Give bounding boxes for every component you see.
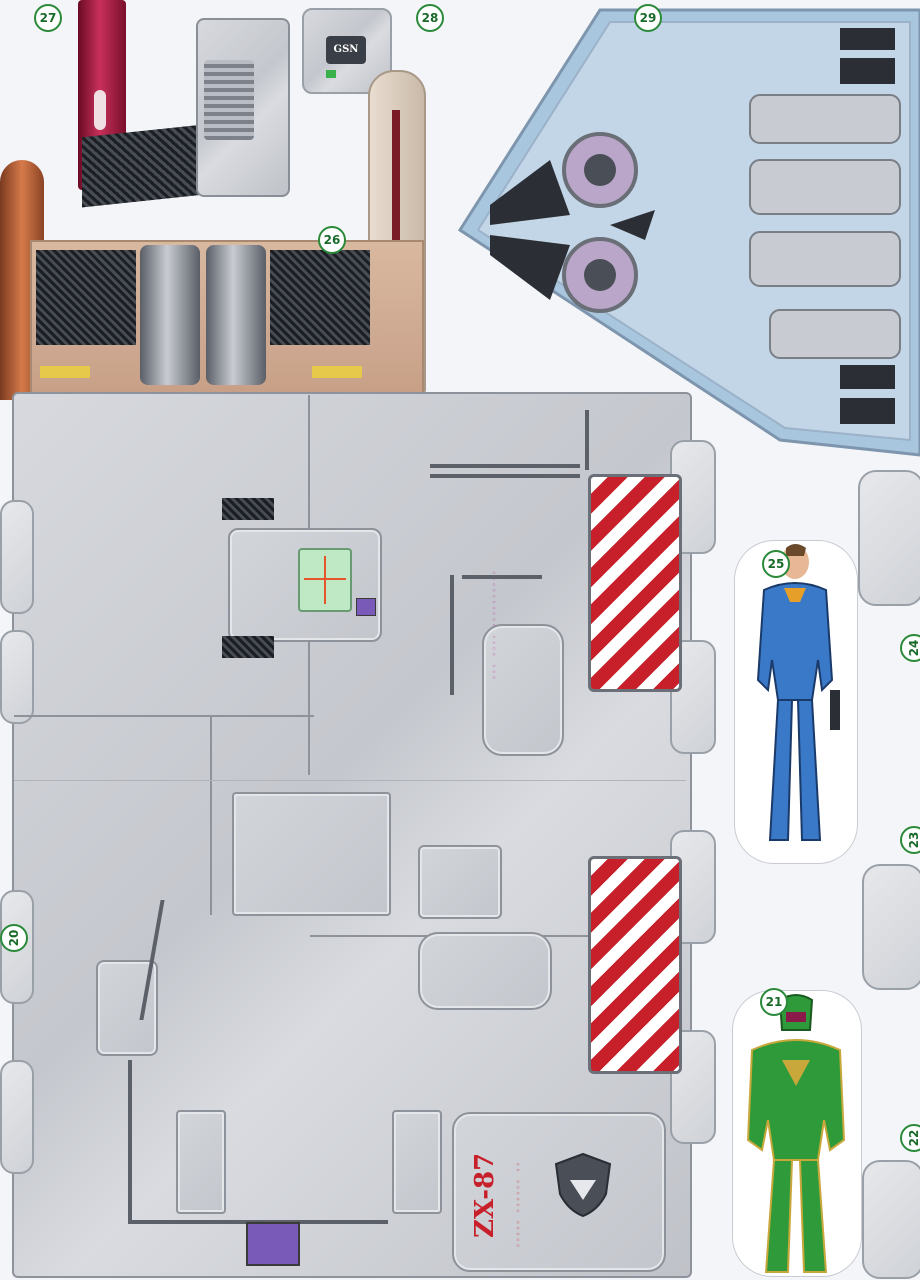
- part-number-26: 26: [318, 226, 346, 254]
- hull-vent-upper: [490, 160, 570, 225]
- panel-tab-left-2: [0, 630, 34, 724]
- figure-21-green-armor: [746, 994, 846, 1273]
- zx87-code: ZX-87: [470, 1153, 500, 1238]
- hull-vent-box-3: [840, 365, 895, 389]
- carbon-wing-right: [270, 250, 370, 345]
- figure-25-blue-armor: [756, 544, 840, 841]
- lower-bracket-right: [392, 1110, 442, 1214]
- shield-emblem-icon: [554, 1152, 612, 1218]
- part-number-23: 23: [900, 826, 920, 854]
- hull-arrow: [610, 210, 655, 240]
- zx87-code-text: ZX-87: [470, 1152, 500, 1238]
- yellow-plate-left: [40, 366, 90, 378]
- part-26-cutout: [0, 70, 430, 400]
- seam-fold: [14, 780, 686, 781]
- stand-tab-23: [862, 864, 920, 990]
- pipe-vertical-right: [585, 410, 589, 470]
- gsn-badge: GSN: [326, 36, 366, 64]
- part-number-24: 24: [900, 634, 920, 662]
- part-number-22-text: 22: [907, 1129, 920, 1147]
- part-number-28-text: 28: [421, 11, 439, 25]
- twin-engine-left: [140, 245, 200, 385]
- hazard-stripe-upper: [588, 474, 682, 692]
- part-number-25-text: 25: [767, 557, 785, 571]
- hull-turbine-upper-core: [584, 154, 616, 186]
- part-number-29: 29: [634, 4, 662, 32]
- stand-tab-22: [862, 1160, 920, 1279]
- hull-turbine-lower-core: [584, 259, 616, 291]
- pipe-elbow-mid-2: [462, 575, 542, 579]
- panel-tab-left-4: [0, 1060, 34, 1174]
- console-grille-top: [222, 498, 274, 520]
- pipe-run-top: [430, 464, 580, 468]
- part-number-20-text: 20: [7, 929, 21, 947]
- panel-tab-right-2: [670, 640, 716, 754]
- part-number-26-text: 26: [323, 233, 341, 247]
- part-number-25: 25: [762, 550, 790, 578]
- panel-tab-left-1: [0, 500, 34, 614]
- lower-bracket-left: [176, 1110, 226, 1214]
- hazard-stripe-lower: [588, 856, 682, 1074]
- part-number-21-text: 21: [765, 995, 783, 1009]
- crosshair-v: [324, 556, 326, 604]
- hull-engine-1: [749, 94, 901, 144]
- pipe-lower-left: [128, 1060, 132, 1220]
- hull-engine-3: [749, 231, 901, 287]
- machine-pipes-27: [204, 60, 254, 140]
- pipe-elbow-mid: [450, 575, 454, 695]
- part-number-29-text: 29: [639, 11, 657, 25]
- part-number-23-text: 23: [907, 831, 920, 849]
- gsn-badge-text: GSN: [333, 44, 359, 55]
- zx87-subtext: ◦◦◦◦◦ ◦◦◦◦◦◦ ◦◦: [514, 1160, 523, 1248]
- crosshair-screen-icon: [298, 548, 352, 612]
- gsn-light: [326, 70, 336, 78]
- pipe-run-top-2: [430, 474, 580, 478]
- seam-horizontal-1: [14, 715, 314, 717]
- part-27-cutout: [66, 0, 290, 208]
- part-number-20: 20: [0, 924, 28, 952]
- console-purple-key: [356, 598, 376, 616]
- hatch-lower-middle: [418, 932, 552, 1010]
- seam-vertical-2: [210, 715, 212, 915]
- hull-vent-lower: [490, 235, 570, 300]
- part-number-27: 27: [34, 4, 62, 32]
- pillar-slot: [94, 90, 106, 130]
- part-number-27-text: 27: [39, 11, 57, 25]
- part-number-24-text: 24: [907, 639, 920, 657]
- twin-engine-right: [206, 245, 266, 385]
- lower-purple-screen: [246, 1222, 300, 1266]
- part-29-ship-hull: [457, 8, 920, 457]
- carbon-wing-left: [36, 250, 136, 345]
- hull-vent-box-4: [840, 398, 895, 424]
- hatch-upper-right-glyphs: ◦◦◦ ◦◦◦◦ ◦◦◦◦◦◦◦◦◦◦: [490, 569, 499, 680]
- console-grille-bottom: [222, 636, 274, 658]
- hatch-upper-right: [482, 624, 564, 756]
- part-number-28: 28: [416, 4, 444, 32]
- hull-vent-box-1: [840, 28, 895, 50]
- part-number-22: 22: [900, 1124, 920, 1152]
- hull-vent-box-2: [840, 58, 895, 84]
- stand-tab-24: [858, 470, 920, 606]
- hull-engine-2: [749, 159, 901, 215]
- part-number-21: 21: [760, 988, 788, 1016]
- access-plate-square: [418, 845, 502, 919]
- hull-engine-4: [769, 309, 901, 359]
- access-plate-middle: [232, 792, 391, 916]
- yellow-plate-right: [312, 366, 362, 378]
